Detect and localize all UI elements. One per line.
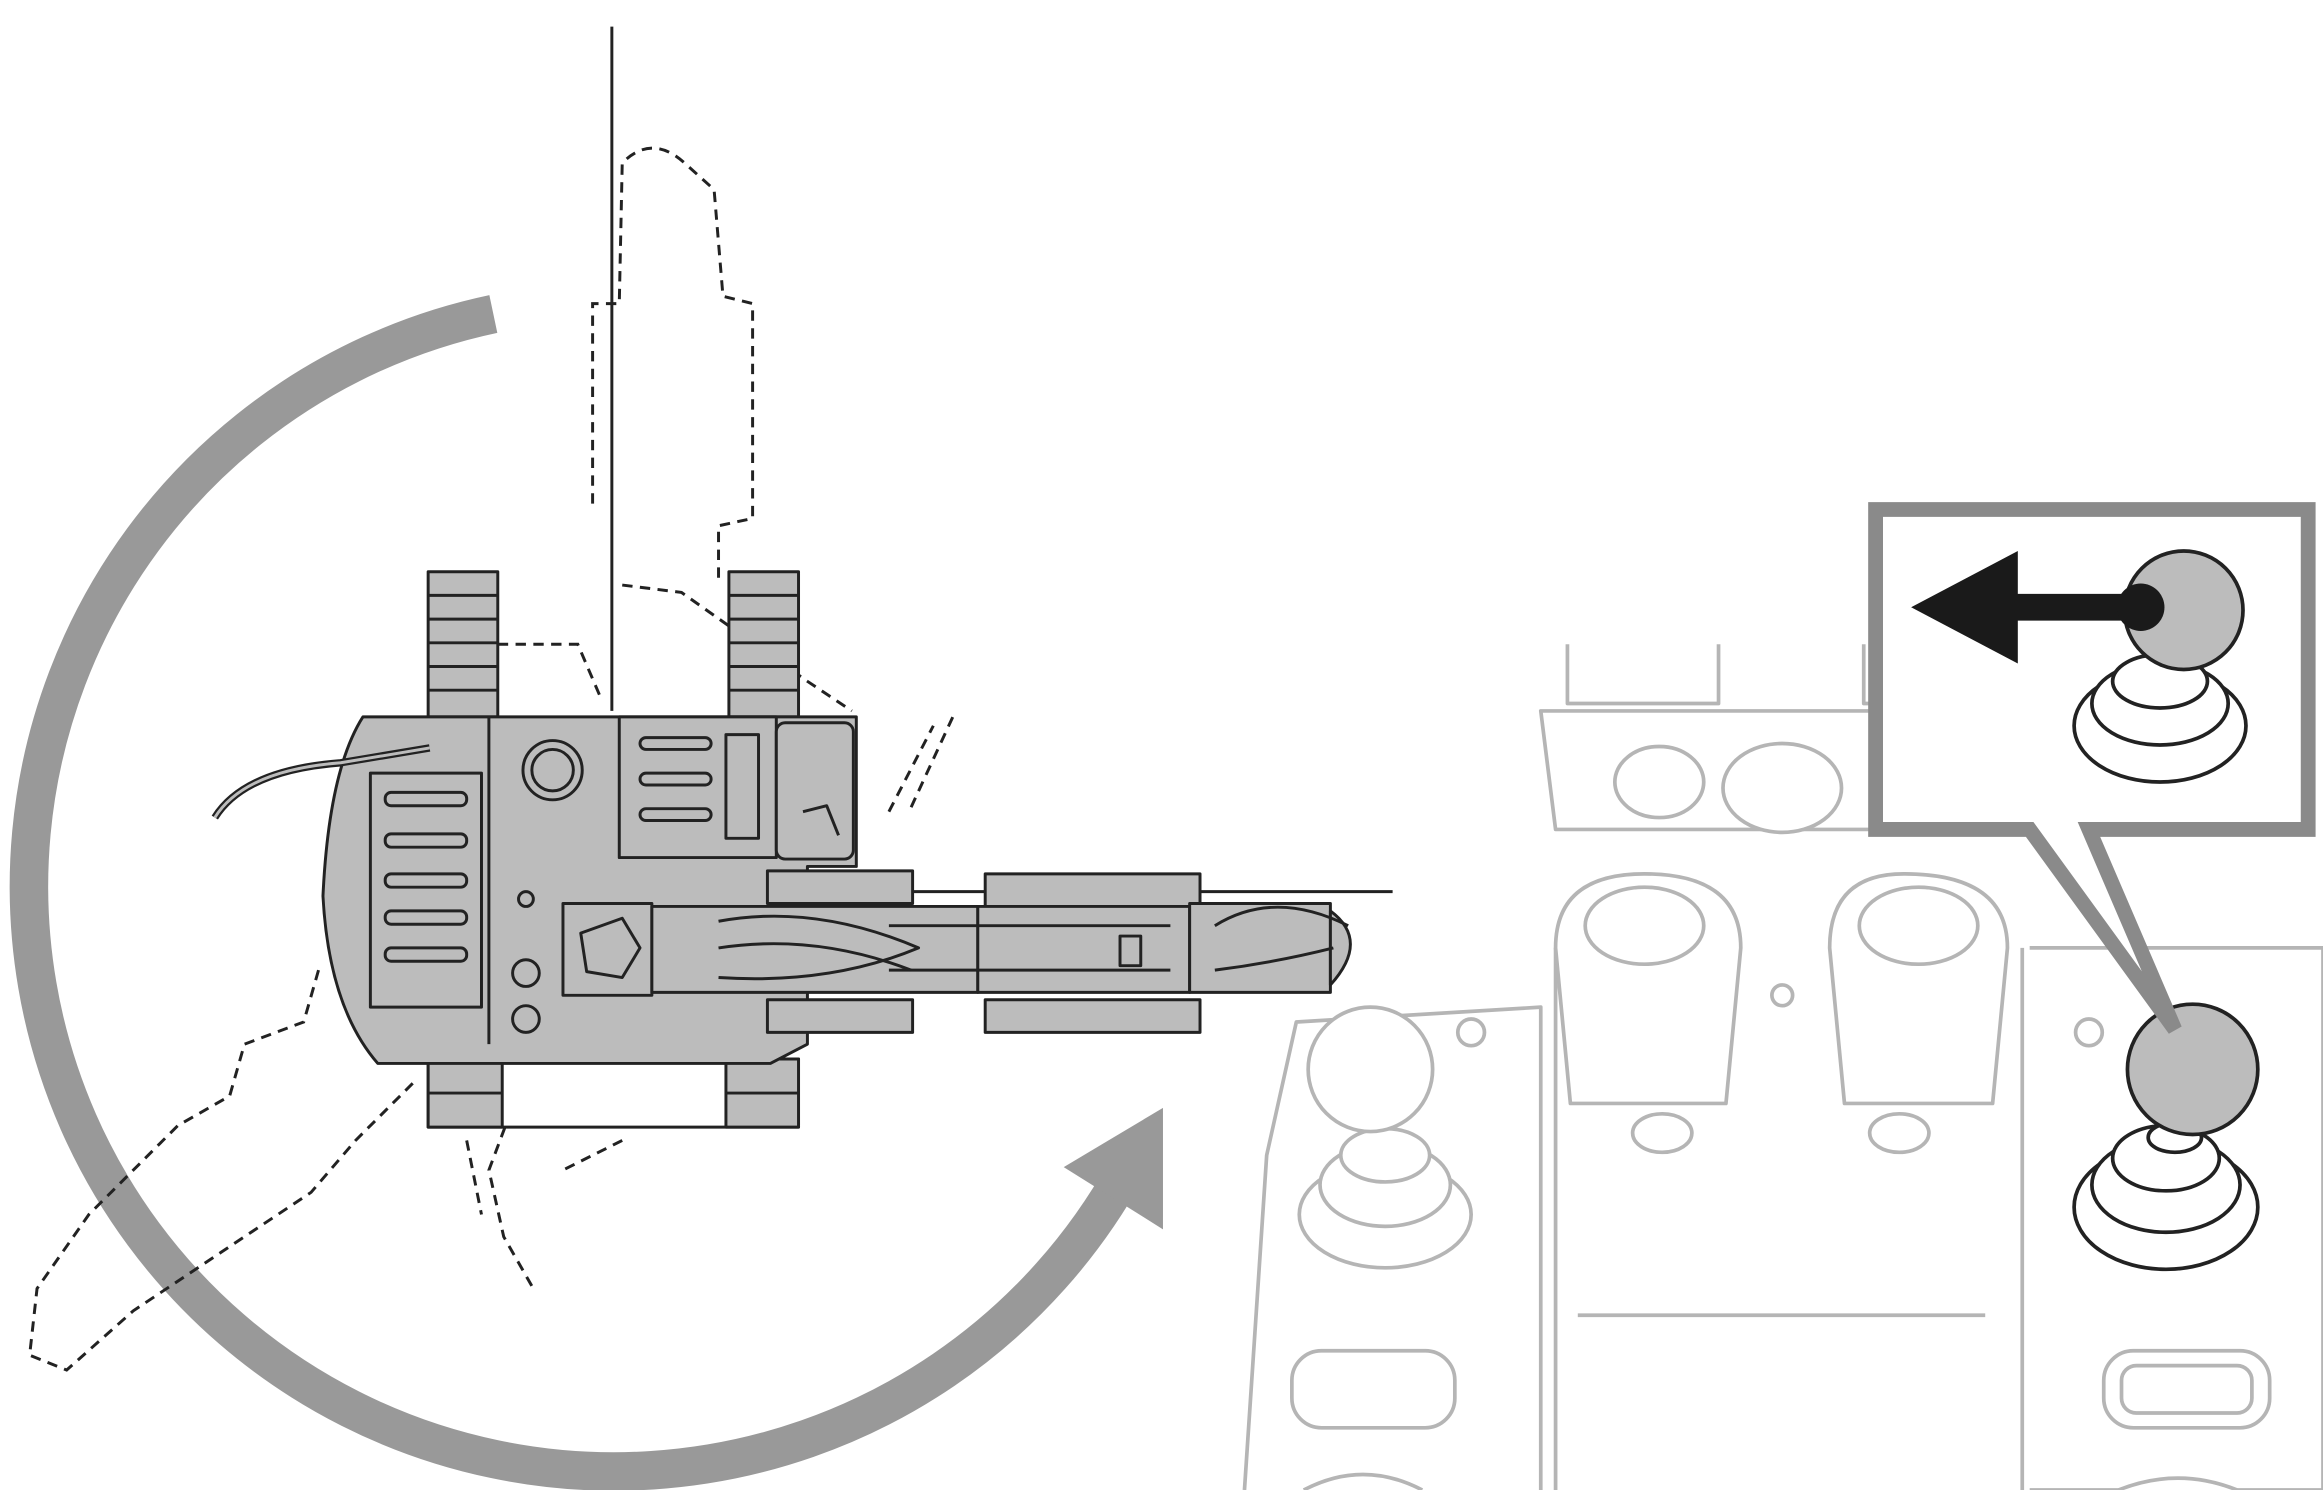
lever-direction-arrow-left: [1911, 550, 2165, 664]
swing-rotation-arrow: [9, 295, 1163, 1490]
console-gauge-left: [1612, 744, 1706, 820]
right-control-lever: [2072, 1002, 2260, 1272]
callout-box: [1868, 502, 2316, 1034]
excavator-ghost-boom-up: [444, 146, 957, 813]
excavator-top-view: [211, 570, 858, 1129]
counterweight-grille: [368, 771, 483, 1009]
console-gauge-right: [1721, 741, 1844, 835]
track-left-top: [426, 570, 500, 719]
track-right-top: [727, 570, 801, 719]
excavator-ghost-boom-down-left: [28, 969, 623, 1372]
excavator-boom-arm: [650, 869, 1352, 1034]
callout-right-lever: [2072, 549, 2248, 784]
left-control-lever: [1297, 1005, 1473, 1270]
track-bottom: [426, 1057, 801, 1129]
